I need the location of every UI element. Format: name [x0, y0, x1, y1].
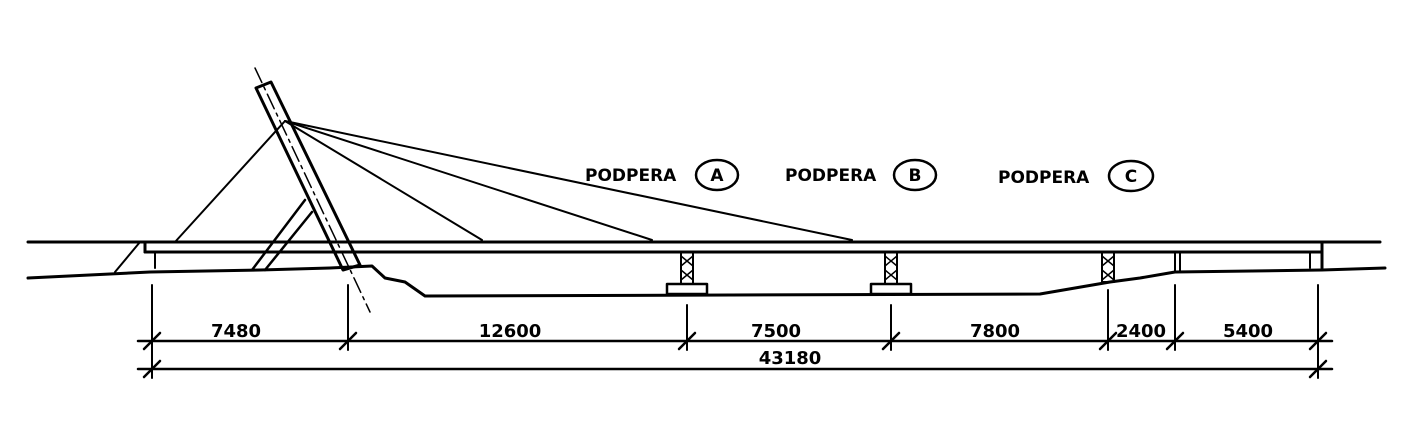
bridge-deck	[26, 240, 1382, 273]
dimension-span-4: 7800	[970, 321, 1020, 342]
dimension-span-5: 2400	[1116, 321, 1166, 342]
support-label-a-prefix: PODPERA	[585, 166, 677, 186]
support-label-a-letter: A	[710, 166, 724, 186]
dimension-span-6: 5400	[1223, 321, 1273, 342]
dimension-span-2: 12600	[479, 321, 542, 342]
dimension-total: 43180	[759, 348, 822, 369]
support-label-b-letter: B	[909, 166, 922, 186]
dimension-span-3: 7500	[751, 321, 801, 342]
support-c-pier	[1101, 251, 1115, 283]
dimension-labels: 7480 12600 7500 7800 2400 5400 43180	[211, 321, 1273, 369]
support-label-c-letter: C	[1125, 167, 1137, 187]
stay-cables	[174, 120, 853, 243]
dimension-span-1: 7480	[211, 321, 261, 342]
support-label-b: PODPERA B	[785, 158, 938, 192]
support-label-b-prefix: PODPERA	[785, 166, 877, 186]
pylon	[250, 67, 371, 313]
support-label-a: PODPERA A	[585, 158, 740, 192]
support-label-c: PODPERA C	[998, 159, 1155, 193]
dimension-lines	[136, 284, 1334, 379]
support-label-c-prefix: PODPERA	[998, 168, 1090, 188]
support-b-pier	[869, 251, 913, 296]
support-a-pier	[665, 251, 709, 296]
terrain-profile	[26, 241, 1387, 298]
